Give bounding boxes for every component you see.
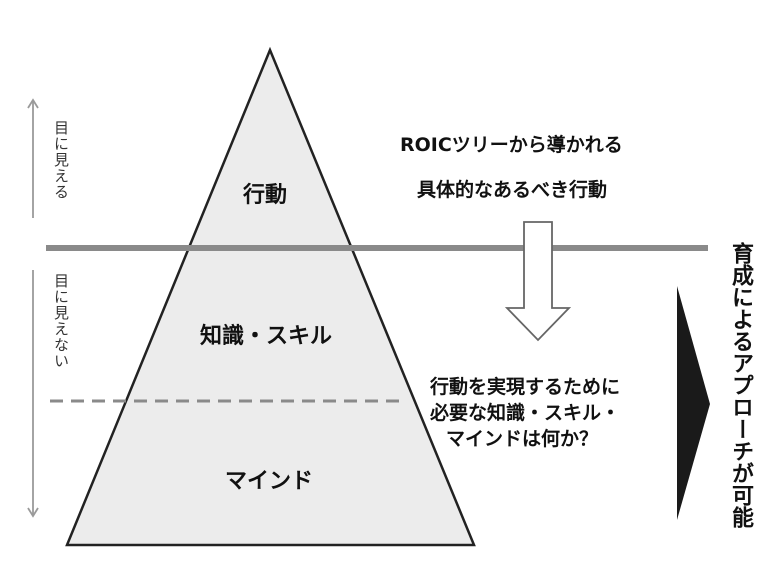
annotation-top-line2: 具体的なあるべき行動	[417, 179, 608, 201]
annotation-middle-line1: 行動を実現するために	[430, 376, 621, 398]
pyramid-top-label: 行動	[243, 183, 288, 208]
pyramid	[65, 46, 476, 547]
visible-side-label: 目に見える	[52, 120, 70, 200]
pyramid-bottom-label: マインド	[225, 469, 314, 494]
visible-range-arrow	[27, 98, 39, 218]
chevron-right-icon	[677, 286, 710, 520]
invisible-range-arrow	[27, 270, 39, 518]
down-arrow-icon	[504, 221, 572, 342]
annotation-middle-line3: マインドは何か？	[446, 428, 599, 450]
invisible-side-label: 目に見えない	[52, 273, 70, 369]
annotation-top-line1: ROICツリーから導かれる	[400, 134, 623, 156]
right-vertical-text: 育成によるアプローチが可能	[728, 242, 753, 528]
pyramid-middle-label: 知識・スキル	[200, 324, 333, 349]
annotation-middle-line2: 必要な知識・スキル・	[430, 402, 621, 424]
